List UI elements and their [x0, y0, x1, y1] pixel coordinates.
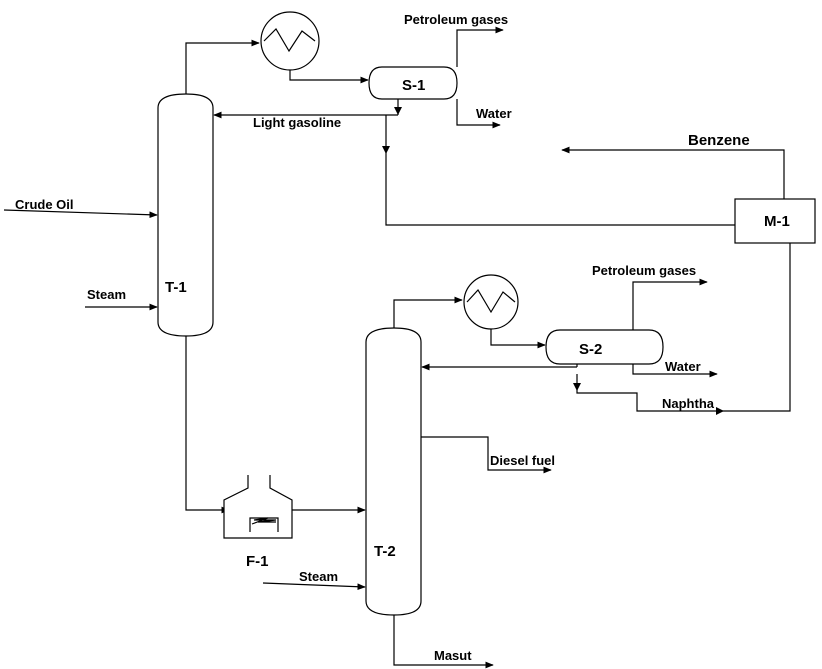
mixer-m1: M-1 — [734, 198, 816, 244]
condenser-1 — [260, 11, 320, 71]
masut-line — [393, 615, 494, 669]
crude-oil-label: Crude Oil — [15, 197, 74, 212]
s2-gases-label: Petroleum gases — [592, 263, 696, 278]
s2-water-line — [632, 364, 718, 378]
column-t1-label: T-1 — [165, 279, 187, 296]
condenser1-to-s1-line — [289, 70, 369, 84]
naphtha-label: Naphtha — [662, 396, 715, 411]
flow-arrow-down-1 — [382, 146, 390, 154]
s1-water-label: Water — [476, 106, 512, 121]
mixer-m1-label: M-1 — [764, 213, 790, 230]
s1-gases-label: Petroleum gases — [404, 12, 508, 27]
separator-s2: S-2 — [545, 329, 664, 365]
condenser2-to-s2-line — [490, 329, 546, 349]
steam-t2-line — [262, 582, 366, 591]
separator-s1-label: S-1 — [402, 77, 425, 94]
s1-water-line — [456, 99, 501, 129]
naphtha-arrow — [716, 407, 724, 415]
benzene-label: Benzene — [688, 132, 750, 149]
t1-overhead-line — [185, 39, 260, 94]
diesel-fuel-label: Diesel fuel — [490, 453, 555, 468]
column-t2-label: T-2 — [374, 543, 396, 560]
steam-t1-label: Steam — [87, 287, 126, 302]
s2-water-label: Water — [665, 359, 701, 374]
s2-gases-line — [632, 278, 708, 330]
light-gasoline-to-m1-line — [385, 115, 735, 226]
column-t2: T-2 — [365, 327, 422, 616]
furnace-f1-label: F-1 — [246, 553, 269, 570]
separator-s2-label: S-2 — [579, 341, 602, 358]
t2-overhead-line — [393, 296, 463, 328]
s1-gases-line — [456, 26, 504, 67]
column-t1: T-1 — [157, 93, 214, 337]
separator-s1: S-1 — [368, 66, 458, 100]
condenser-2-coil — [466, 288, 516, 314]
condenser-2 — [463, 274, 519, 330]
masut-label: Masut — [434, 648, 472, 663]
light-gasoline-label: Light gasoline — [253, 115, 341, 130]
steam-t2-label: Steam — [299, 569, 338, 584]
benzene-line — [561, 146, 785, 199]
t1-bottoms-line — [185, 336, 230, 514]
furnace-coil — [251, 517, 277, 525]
flow-arrow-down-2 — [394, 107, 402, 115]
furnace-f1: F-1 — [223, 475, 293, 570]
flow-arrow-down-3 — [573, 383, 581, 391]
condenser-1-coil — [263, 28, 316, 53]
diesel-fuel-line — [421, 436, 552, 474]
crude-oil-feed-line — [3, 209, 158, 219]
